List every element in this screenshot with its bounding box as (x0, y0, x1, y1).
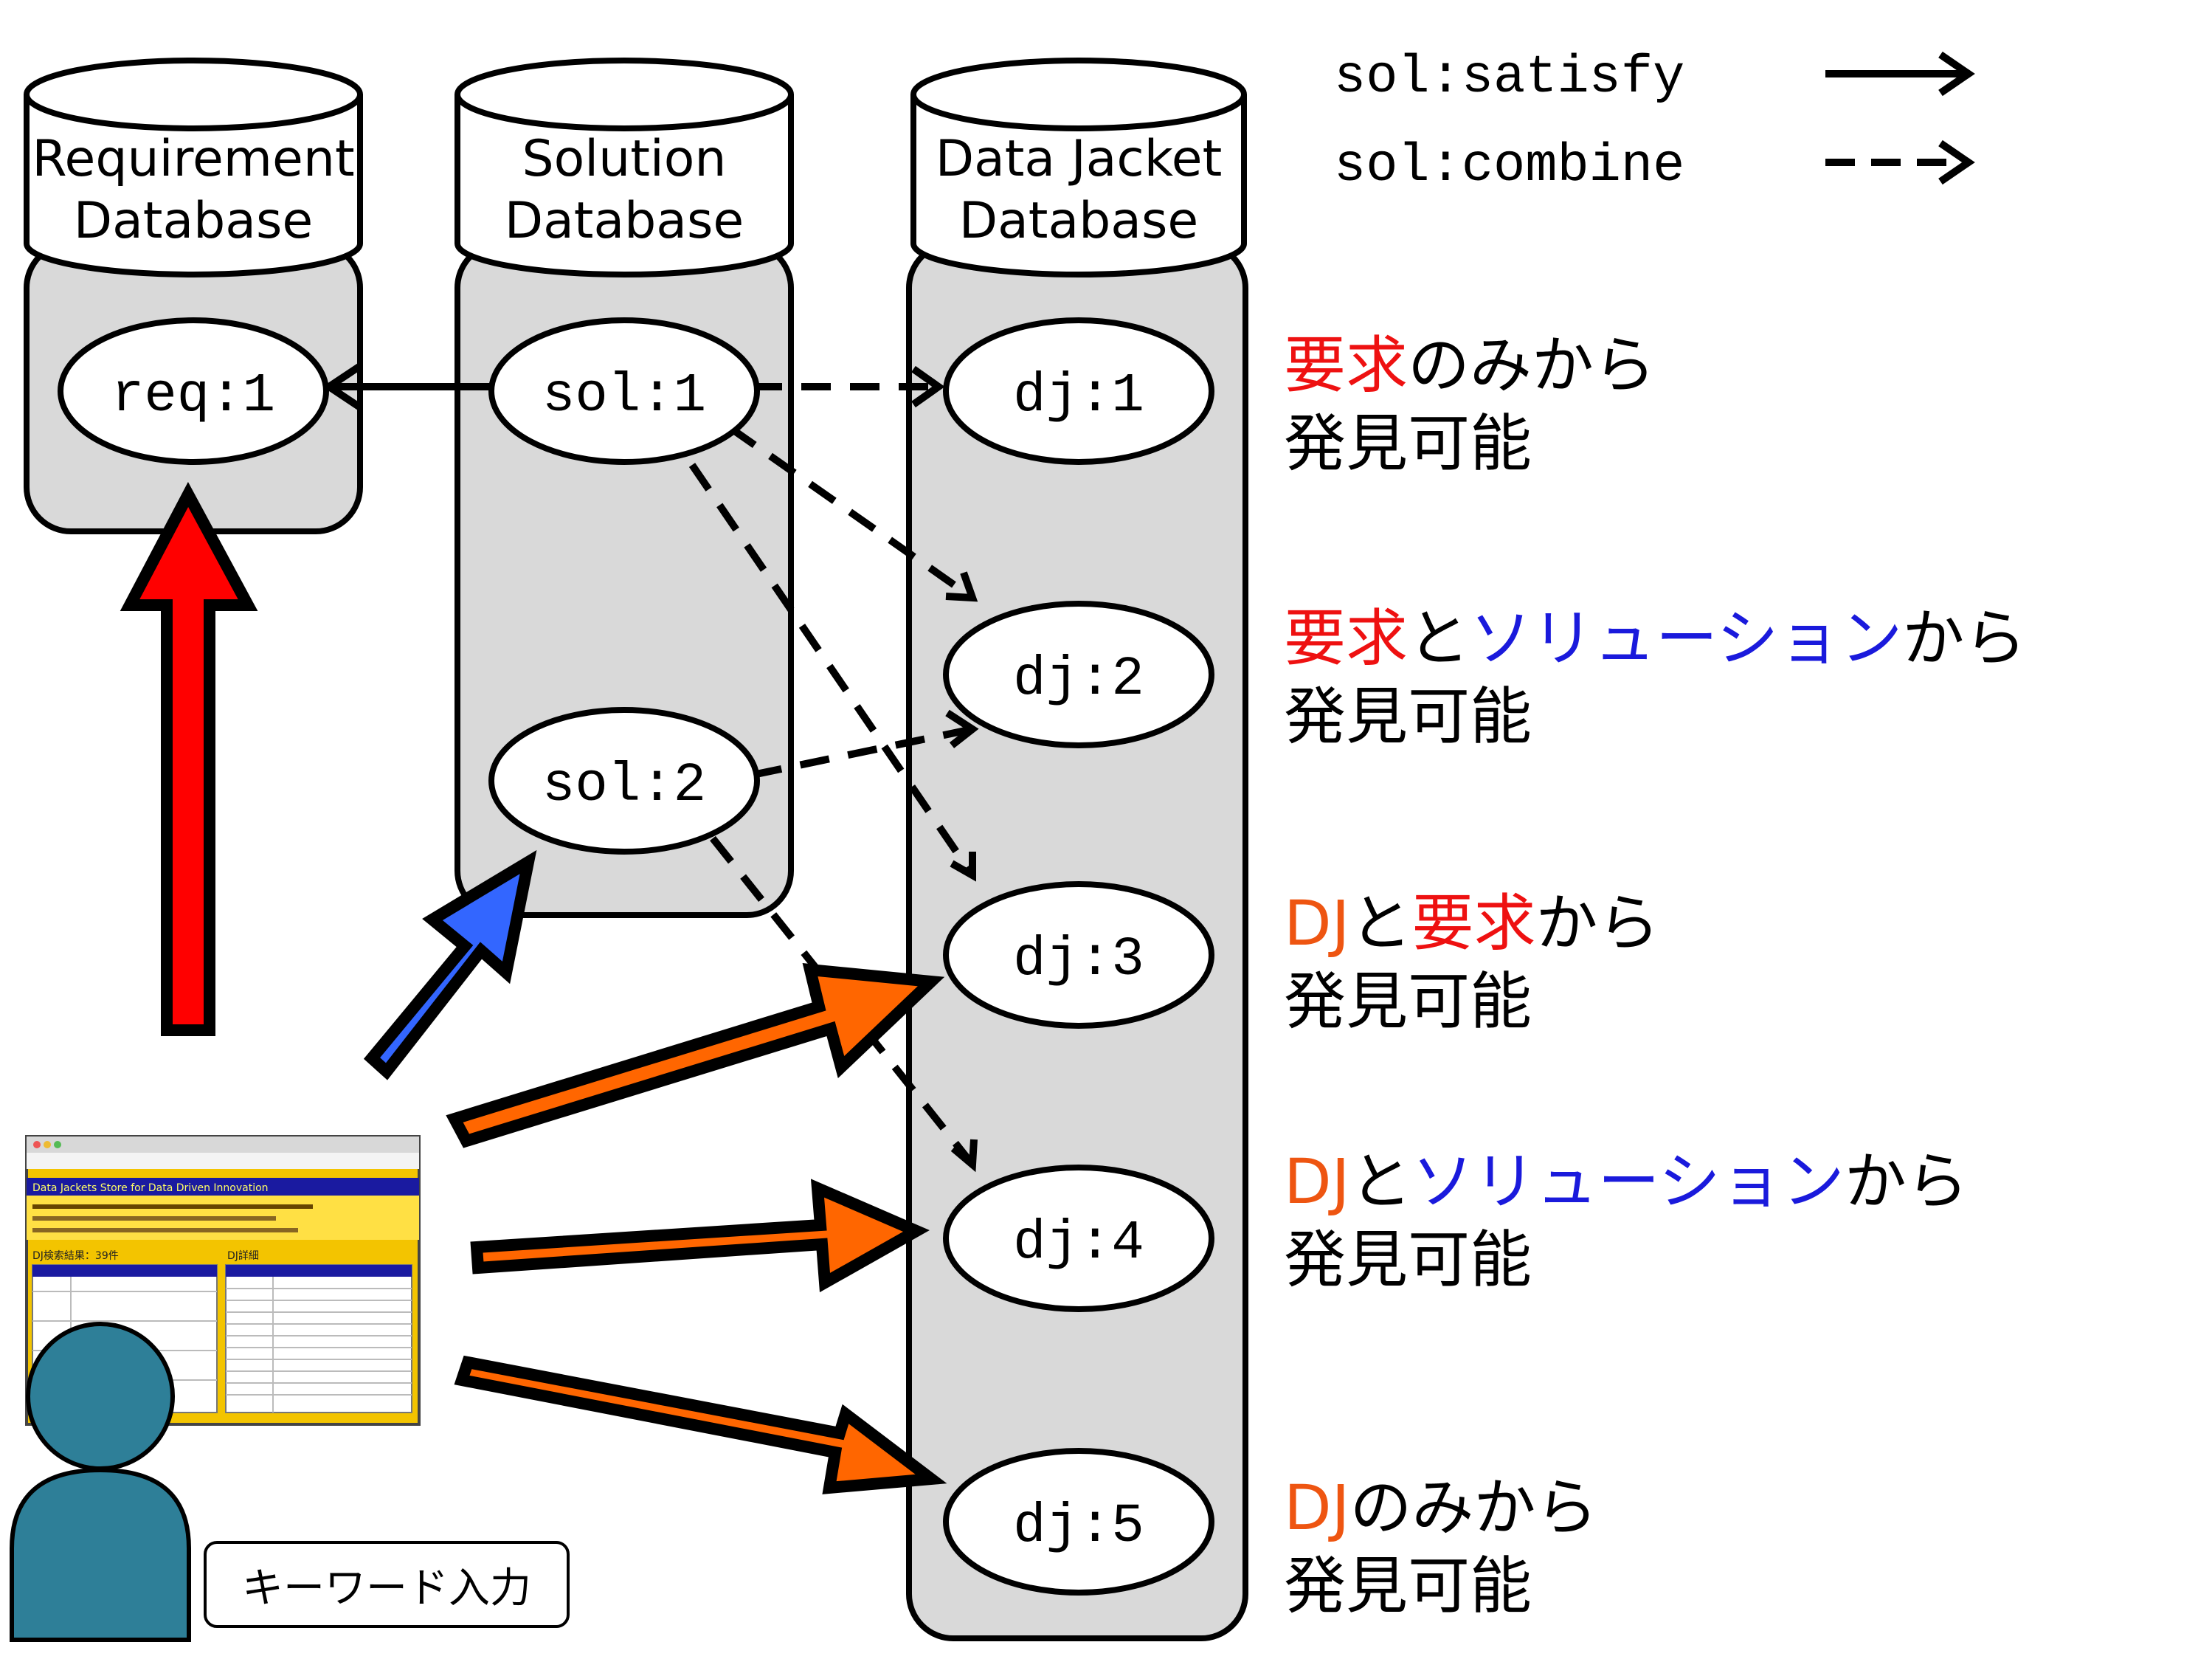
node-dj3-label: dj:3 (1013, 929, 1144, 991)
label-2-part-0: 要求 (1284, 602, 1409, 675)
label-4-part-0: DJ (1284, 1145, 1350, 1218)
label-4-part-3: から (1844, 1145, 1969, 1218)
node-dj4-label: dj:4 (1013, 1213, 1144, 1275)
orange-arrow-dj4 (470, 1179, 930, 1293)
node-dj1-label: dj:1 (1013, 365, 1144, 427)
discovery-label-5: DJのみから 発見可能 (1284, 1469, 1597, 1625)
discovery-label-2-line1: 要求とソリューションから (1284, 599, 2026, 677)
label-3-part-2: 要求 (1411, 887, 1536, 959)
node-dj3[interactable]: dj:3 (943, 881, 1214, 1029)
label-1-part-1: のみから (1408, 329, 1656, 401)
requirement-db-cylinder: Requirement Database (24, 58, 363, 277)
legend-combine-head (1938, 139, 1975, 185)
discovery-label-1-line1: 要求のみから (1284, 326, 1656, 404)
label-3-part-0: DJ (1284, 887, 1350, 959)
combine-line-sol1-dj3 (688, 463, 976, 877)
node-dj5[interactable]: dj:5 (943, 1448, 1214, 1596)
node-dj2[interactable]: dj:2 (943, 601, 1214, 748)
node-dj5-label: dj:5 (1013, 1496, 1144, 1558)
label-2-part-1: と (1408, 602, 1470, 675)
keyword-input-box[interactable]: キーワード入力 (204, 1541, 570, 1628)
label-5-part-1: のみから (1349, 1472, 1598, 1544)
node-dj4[interactable]: dj:4 (943, 1165, 1214, 1312)
label-2-part-3: から (1902, 602, 2027, 675)
node-req1-label: req:1 (111, 365, 275, 427)
screenshot-results-label: DJ検索結果：39件 (32, 1249, 119, 1262)
discovery-label-1: 要求のみから 発見可能 (1284, 326, 1656, 483)
requirement-db-title-1: Requirement (32, 130, 354, 188)
solution-db-title-2: Database (505, 192, 744, 250)
discovery-label-5-line2: 発見可能 (1284, 1550, 1532, 1622)
label-3-part-3: から (1535, 887, 1660, 959)
discovery-label-3-line1: DJと要求から (1284, 884, 1660, 962)
legend-satisfy-head (1938, 51, 1975, 97)
label-3-part-1: と (1349, 887, 1412, 959)
legend-satisfy-label: sol:satisfy (1334, 47, 1684, 108)
solution-db-cylinder: Solution Database (455, 58, 794, 277)
discovery-label-5-line1: DJのみから (1284, 1469, 1597, 1547)
discovery-label-1-line2: 発見可能 (1284, 407, 1532, 480)
node-sol1-label: sol:1 (542, 365, 706, 427)
discovery-label-4-line2: 発見可能 (1284, 1224, 1532, 1296)
combine-line-sol2-dj2 (751, 725, 974, 779)
solution-db-title-1: Solution (522, 130, 726, 188)
discovery-label-3-line2: 発見可能 (1284, 965, 1532, 1038)
relation-lines (322, 362, 979, 1173)
datajacket-db-title-1: Data Jacket (936, 130, 1223, 188)
label-1-part-0: 要求 (1284, 329, 1409, 401)
node-req1[interactable]: req:1 (58, 317, 329, 465)
legend-combine-label: sol:combine (1334, 136, 1684, 196)
combine-head-sol2-dj4 (950, 1139, 978, 1173)
node-sol1[interactable]: sol:1 (488, 317, 760, 465)
label-4-part-2: ソリューション (1411, 1145, 1845, 1218)
label-2-part-2: ソリューション (1470, 602, 1903, 675)
datajacket-db-title-2: Database (959, 192, 1198, 250)
combine-head-sol1-dj3 (950, 852, 976, 882)
datajacket-db-cylinder: Data Jacket Database (910, 58, 1247, 277)
label-5-part-0: DJ (1284, 1472, 1350, 1544)
discovery-label-4-line1: DJとソリューションから (1284, 1142, 1969, 1221)
requirement-db-title-2: Database (74, 192, 313, 250)
satisfy-head-sol1-req1 (322, 362, 362, 411)
discovery-label-2-line2: 発見可能 (1284, 680, 1532, 753)
red-arrow (120, 481, 258, 1036)
user-icon (10, 1322, 191, 1642)
combine-head-sol2-dj2 (945, 709, 979, 748)
blue-arrow (363, 849, 537, 1080)
orange-arrow-dj5 (454, 1355, 947, 1494)
discovery-label-4: DJとソリューションから 発見可能 (1284, 1142, 1969, 1299)
screenshot-detail-label: DJ詳細 (227, 1250, 259, 1262)
keyword-input-label: キーワード入力 (242, 1564, 531, 1613)
label-4-part-1: と (1349, 1145, 1412, 1218)
discovery-label-2: 要求とソリューションから 発見可能 (1284, 599, 2026, 756)
orange-arrow-dj3 (446, 962, 945, 1148)
discovery-label-3: DJと要求から 発見可能 (1284, 884, 1660, 1041)
node-sol2[interactable]: sol:2 (488, 707, 760, 855)
screenshot-title: Data Jackets Store for Data Driven Innov… (32, 1182, 269, 1194)
combine-head-sol1-dj1 (911, 365, 945, 408)
combine-line-sol1-dj2 (728, 424, 975, 601)
node-dj2-label: dj:2 (1013, 649, 1144, 711)
node-sol2-label: sol:2 (542, 755, 706, 817)
combine-head-sol1-dj2 (945, 571, 978, 602)
node-dj1[interactable]: dj:1 (943, 317, 1214, 465)
